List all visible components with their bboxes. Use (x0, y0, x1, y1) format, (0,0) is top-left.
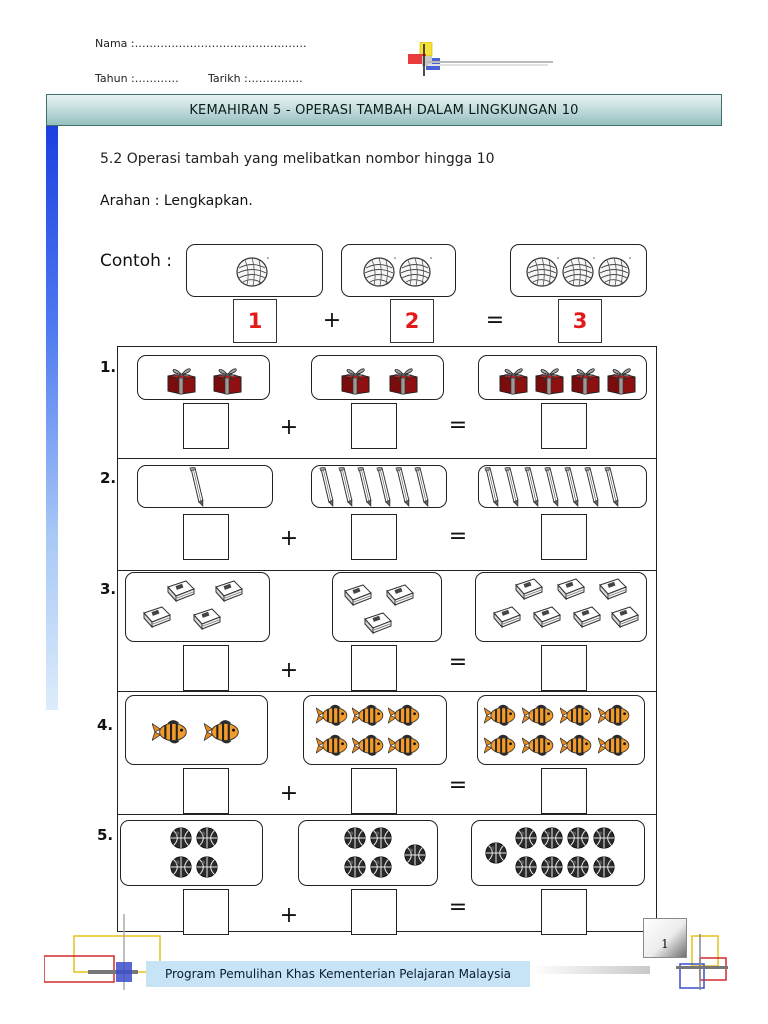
pencil-icon (484, 467, 619, 507)
exercise-2-box-1 (137, 465, 273, 508)
answer-input[interactable] (183, 514, 229, 560)
gift-icon (341, 368, 418, 395)
answer-input[interactable] (183, 403, 229, 449)
answer-input[interactable] (541, 645, 587, 691)
date-field: Tarikh :…………… (208, 72, 303, 85)
row-divider (117, 814, 657, 815)
name-field: Nama :…………………………..…………… (95, 37, 307, 50)
equals-sign: = (448, 524, 468, 549)
exercise-3-box-2 (332, 572, 442, 642)
plus-sign: + (279, 903, 299, 928)
row-divider (117, 691, 657, 692)
exercise-5-box-3 (471, 820, 645, 886)
exercise-1-box-1 (137, 355, 270, 400)
row-divider (117, 458, 657, 459)
answer-input[interactable] (183, 645, 229, 691)
ball-icon (344, 827, 426, 878)
equals-sign: = (448, 650, 468, 675)
book-icon (344, 584, 414, 634)
footer-program-text: Program Pemulihan Khas Kementerian Pelaj… (146, 961, 530, 987)
answer-input[interactable] (183, 889, 229, 935)
exercise-4-box-2 (303, 695, 447, 765)
left-margin-bar (46, 126, 58, 710)
answer-input[interactable] (541, 768, 587, 814)
gift-icon (499, 368, 636, 395)
fish-icon (316, 703, 420, 757)
coconut-icon (236, 256, 270, 287)
example-answer-3: 3 (558, 299, 602, 343)
exercise-5-box-2 (298, 820, 438, 886)
answer-input[interactable] (351, 514, 397, 560)
pencil-icon (319, 467, 429, 507)
example-label: Contoh : (100, 251, 173, 271)
exercise-5-box-1 (120, 820, 263, 886)
year-field: Tahun :………… (95, 72, 179, 85)
ball-icon (170, 827, 218, 878)
ball-icon (485, 827, 615, 878)
equals-sign: = (448, 895, 468, 920)
plus-sign: + (279, 415, 299, 440)
example-plus: + (322, 308, 342, 333)
exercise-number: 1. (100, 358, 117, 376)
example-answer-1: 1 (233, 299, 277, 343)
example-box-1 (186, 244, 323, 297)
coconut-icon (526, 256, 632, 287)
exercise-4-box-3 (477, 695, 645, 765)
gift-icon (167, 368, 242, 395)
exercise-number: 3. (100, 580, 117, 598)
exercise-4-box-1 (125, 695, 268, 765)
exercise-3-box-3 (475, 572, 647, 642)
fish-icon (484, 703, 630, 757)
exercise-1-box-2 (311, 355, 444, 400)
section-subtitle: 5.2 Operasi tambah yang melibatkan nombo… (100, 151, 495, 167)
example-equals: = (485, 308, 505, 333)
exercise-1-box-3 (478, 355, 647, 400)
answer-input[interactable] (183, 768, 229, 814)
answer-input[interactable] (351, 768, 397, 814)
answer-input[interactable] (351, 403, 397, 449)
row-divider (117, 570, 657, 571)
book-icon (493, 578, 639, 628)
example-box-2 (341, 244, 456, 297)
example-answer-2: 2 (390, 299, 434, 343)
answer-input[interactable] (541, 889, 587, 935)
exercise-2-box-3 (478, 465, 647, 508)
plus-sign: + (279, 658, 299, 683)
page-title: KEMAHIRAN 5 - OPERASI TAMBAH DALAM LINGK… (46, 94, 722, 126)
footer-line (530, 966, 650, 974)
exercise-3-box-1 (125, 572, 270, 642)
plus-sign: + (279, 781, 299, 806)
fish-icon (152, 718, 240, 745)
exercise-number: 2. (100, 469, 117, 487)
pencil-icon (189, 467, 204, 507)
exercise-number: 5. (97, 826, 114, 844)
plus-sign: + (279, 526, 299, 551)
footer-left-decoration-icon (44, 914, 168, 990)
equals-sign: = (448, 413, 468, 438)
book-icon (143, 580, 243, 630)
footer-right-decoration-icon (672, 930, 728, 990)
exercise-number: 4. (97, 716, 114, 734)
exercise-2-box-2 (311, 465, 447, 508)
page-number: 1 (643, 918, 687, 958)
equals-sign: = (448, 773, 468, 798)
header-decoration-icon (408, 42, 553, 78)
coconut-icon (363, 256, 433, 287)
answer-input[interactable] (541, 403, 587, 449)
answer-input[interactable] (351, 645, 397, 691)
example-box-3 (510, 244, 647, 297)
answer-input[interactable] (541, 514, 587, 560)
answer-input[interactable] (351, 889, 397, 935)
instruction-text: Arahan : Lengkapkan. (100, 193, 253, 209)
